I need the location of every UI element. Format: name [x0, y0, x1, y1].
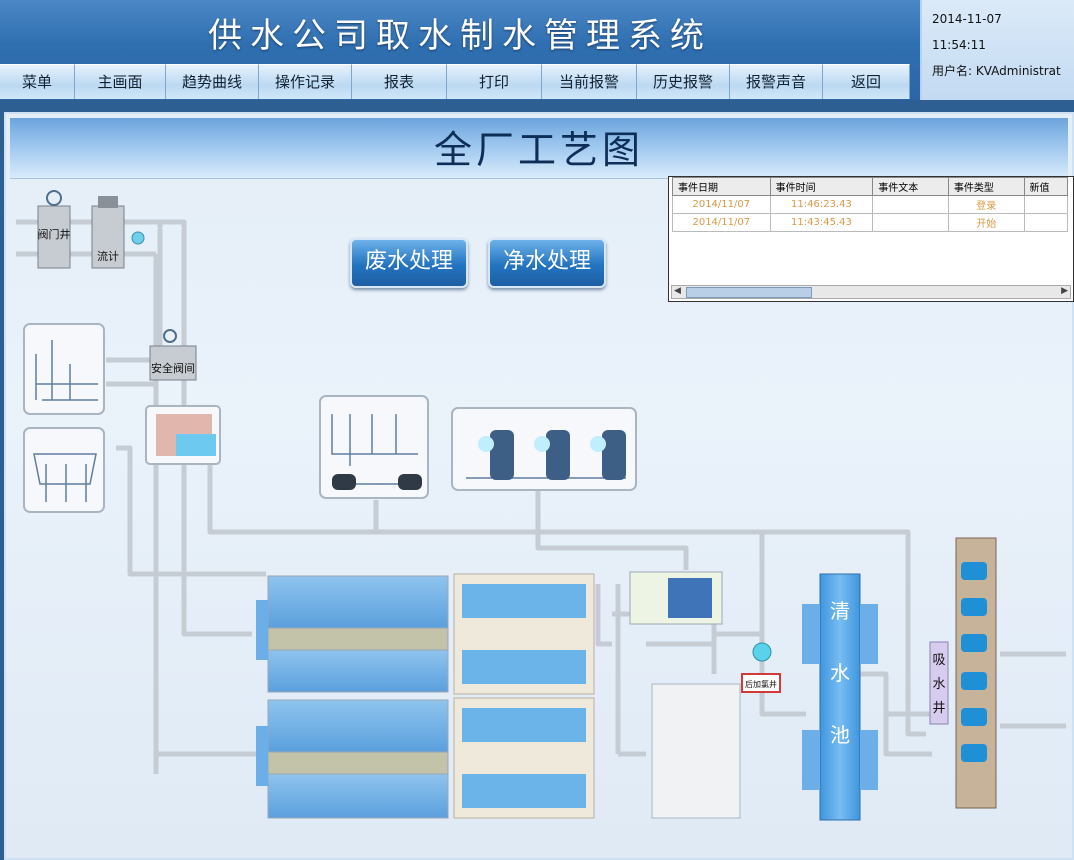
label-valve-well: 阀门井 — [38, 227, 71, 241]
tank-label-1: 清 — [830, 599, 850, 623]
current-time: 11:54:11 — [932, 38, 986, 52]
top-header: 供水公司取水制水管理系统 菜单 主画面 趋势曲线 操作记录 报表 打印 当前报警… — [0, 0, 1074, 100]
scroll-thumb[interactable] — [686, 287, 812, 298]
process-panel: 全厂工艺图 — [4, 112, 1074, 860]
pipe-network — [16, 219, 1066, 774]
current-date: 2014-11-07 — [932, 12, 1002, 26]
pump-house — [955, 537, 997, 809]
menu-item-menu[interactable]: 菜单 — [0, 64, 75, 99]
dosing-room — [629, 571, 741, 819]
thumbnail-details — [33, 340, 626, 502]
main-menu: 菜单 主画面 趋势曲线 操作记录 报表 打印 当前报警 历史报警 报警声音 返回 — [0, 64, 920, 100]
suction-label-2: 水 — [932, 677, 945, 692]
panel-title-bar: 全厂工艺图 — [10, 118, 1068, 179]
sedimentation-basins — [256, 575, 449, 819]
menu-item-report[interactable]: 报表 — [352, 64, 447, 99]
status-panel: 2014-11-07 11:54:11 用户名: KVAdministrat — [920, 0, 1074, 100]
plant-process-diagram: 阀门井 流计 安全阀间 — [16, 190, 1066, 821]
menu-item-return[interactable]: 返回 — [823, 64, 910, 99]
scroll-left-icon[interactable]: ◀ — [674, 286, 681, 296]
col-event-type[interactable]: 事件类型 — [947, 177, 1025, 196]
label-post-chlorination: 后加氯井 — [745, 679, 777, 689]
scroll-right-icon[interactable]: ▶ — [1061, 286, 1068, 296]
page-title: 全厂工艺图 — [433, 128, 644, 172]
label-safety-valve: 安全阀间 — [151, 361, 195, 375]
col-event-date[interactable]: 事件日期 — [672, 177, 771, 196]
suction-well: 吸 水 井 — [929, 641, 949, 725]
equipment-thumbnails — [23, 323, 637, 513]
suction-label-3: 井 — [932, 701, 945, 716]
filter-basins — [453, 573, 595, 819]
menu-item-print[interactable]: 打印 — [447, 64, 542, 99]
filter-vessels — [156, 414, 626, 490]
col-new-value[interactable]: 新值 — [1023, 177, 1069, 196]
col-event-text[interactable]: 事件文本 — [872, 177, 949, 196]
tank-label-2: 水 — [830, 661, 850, 685]
horizontal-scrollbar[interactable]: ◀ ▶ — [671, 285, 1071, 299]
user-info: 用户名: KVAdministrat — [932, 62, 1061, 79]
post-chlorination-well: 后加氯井 — [741, 642, 781, 693]
safety-valve-house: 安全阀间 — [149, 329, 197, 381]
table-row[interactable]: 2014/11/07 11:46:23.43 登录 — [672, 195, 1069, 214]
clear-water-tank: 清 水 池 — [802, 573, 878, 821]
menu-item-alarm-sound[interactable]: 报警声音 — [730, 64, 823, 99]
event-log-table: 事件日期 事件时间 事件文本 事件类型 新值 2014/11/07 11:46:… — [668, 176, 1074, 302]
valve-well-equipment: 阀门井 流计 — [37, 190, 145, 269]
system-title: 供水公司取水制水管理系统 — [208, 16, 712, 56]
menu-item-oplog[interactable]: 操作记录 — [259, 64, 352, 99]
user-label: 用户名: — [932, 64, 973, 78]
suction-label-1: 吸 — [932, 653, 945, 668]
menu-item-history-alarm[interactable]: 历史报警 — [637, 64, 730, 99]
user-name: KVAdministrat — [975, 64, 1061, 78]
wastewater-button[interactable]: 废水处理 — [350, 238, 468, 288]
menu-item-main[interactable]: 主画面 — [75, 64, 166, 99]
clean-water-button[interactable]: 净水处理 — [488, 238, 606, 288]
menu-item-trend[interactable]: 趋势曲线 — [166, 64, 259, 99]
table-row[interactable]: 2014/11/07 11:43:45.43 开始 — [672, 213, 1069, 232]
col-event-time[interactable]: 事件时间 — [769, 177, 874, 196]
tank-label-3: 池 — [830, 723, 850, 747]
label-flow-meter: 流计 — [97, 249, 119, 263]
menu-item-current-alarm[interactable]: 当前报警 — [542, 64, 637, 99]
